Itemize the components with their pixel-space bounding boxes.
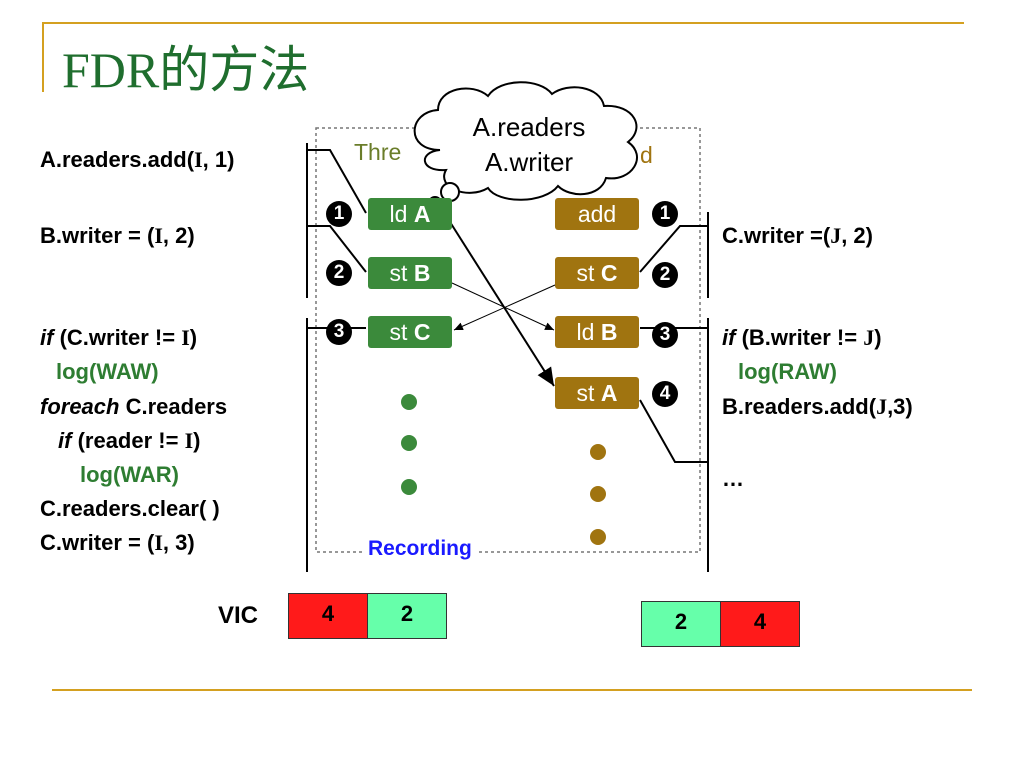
- t2-dot-2: [590, 486, 606, 502]
- t1-op-st-B: st B: [368, 257, 452, 289]
- t1-dot-3: [401, 479, 417, 495]
- vic-left-cell-1: 4: [288, 593, 368, 639]
- connector-ldA: [307, 149, 367, 214]
- bottom-rule: [52, 689, 972, 691]
- left-code-op1: A.readers.add(I, 1): [40, 147, 235, 172]
- cloud-line-2: A.writer: [484, 147, 574, 177]
- t2-op-st-C: st C: [555, 257, 639, 289]
- cloud-line-1: A.readers: [472, 112, 586, 142]
- left-code-foreach: foreach C.readers: [40, 394, 228, 419]
- left-code-op3: if (C.writer != I): [40, 325, 198, 350]
- left-code-writer: C.writer = (I, 3): [40, 530, 195, 555]
- left-code-op2: B.writer = (I, 2): [40, 223, 195, 248]
- right-code-ellipsis: …: [722, 466, 744, 491]
- t2-dot-3: [590, 529, 606, 545]
- t1-num-2: 2: [326, 260, 352, 286]
- t2-dot-1: [590, 444, 606, 460]
- left-code-clear: C.readers.clear( ): [40, 496, 220, 521]
- thread-label-left: Thre: [354, 139, 402, 165]
- t2-num-3: 3: [652, 322, 678, 348]
- left-code-if-reader: if (reader != I): [58, 428, 201, 453]
- right-code-op1: C.writer =(J, 2): [722, 223, 873, 248]
- t1-num-3: 3: [326, 319, 352, 345]
- t2-num-2: 2: [652, 262, 678, 288]
- t2-op-add: add: [555, 198, 639, 230]
- t2-op-ld-B: ld B: [555, 316, 639, 348]
- connector-stB: [307, 225, 367, 273]
- t1-op-ld-A: ld A: [368, 198, 452, 230]
- t1-op-st-C: st C: [368, 316, 452, 348]
- t1-dot-1: [401, 394, 417, 410]
- arrow-stB-to-ldB: [451, 282, 555, 331]
- left-code-log-waw: log(WAW): [56, 359, 159, 384]
- vic-label: VIC: [218, 602, 259, 629]
- right-code-readers-add: B.readers.add(J,3): [722, 394, 913, 419]
- right-code-log-raw: log(RAW): [738, 359, 837, 384]
- t1-num-1: 1: [326, 201, 352, 227]
- right-code-if: if (B.writer != J): [722, 325, 882, 350]
- recording-label: Recording: [362, 537, 478, 561]
- left-code-log-war: log(WAR): [80, 462, 179, 487]
- vic-right-cell-2: 4: [720, 601, 800, 647]
- arrow-ldA-to-stA: [449, 221, 555, 387]
- connector-stA: [639, 399, 708, 463]
- arrow-stC-to-stC: [453, 284, 556, 331]
- t2-num-4: 4: [652, 381, 678, 407]
- vic-right-cell-1: 2: [641, 601, 721, 647]
- t1-dot-2: [401, 435, 417, 451]
- t2-num-1: 1: [652, 201, 678, 227]
- left-accent: [42, 22, 44, 92]
- thread-label-right: d: [640, 142, 653, 168]
- page-title: FDR的方法: [62, 42, 310, 98]
- t2-op-st-A: st A: [555, 377, 639, 409]
- top-rule: [42, 22, 964, 24]
- vic-left-cell-2: 2: [367, 593, 447, 639]
- connector-add: [639, 225, 708, 273]
